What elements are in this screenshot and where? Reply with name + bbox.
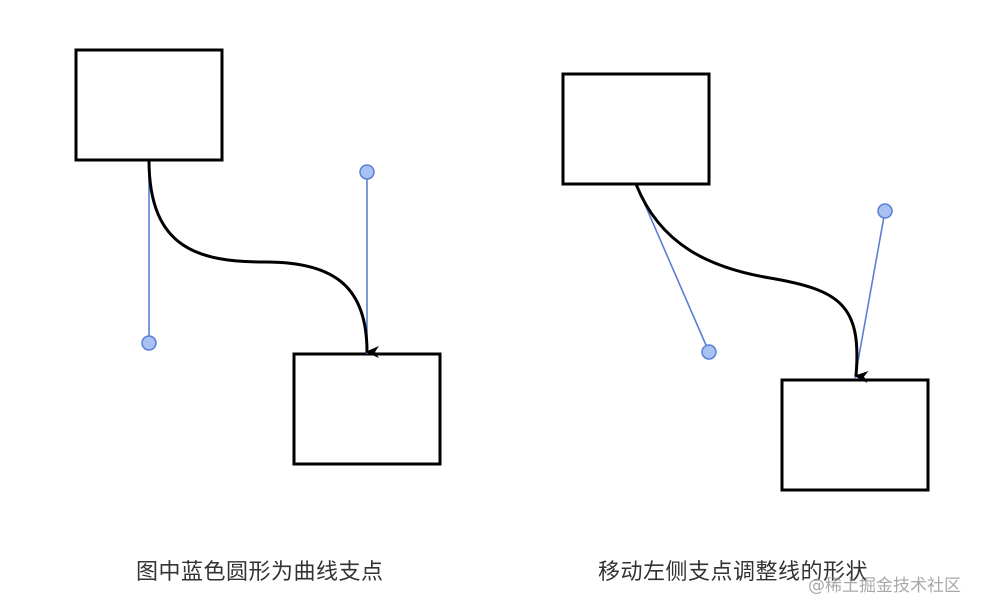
right-bezier-curve	[634, 183, 869, 383]
left-panel	[74, 48, 442, 466]
left-target-box	[292, 352, 442, 466]
right-handle-line-start	[635, 183, 710, 353]
left-bezier-curve	[147, 159, 380, 358]
left-source-box	[74, 48, 224, 162]
right-handle-line-end	[854, 210, 886, 379]
watermark: @稀土掘金技术社区	[808, 576, 961, 596]
right-caption: 移动左侧支点调整线的形状	[598, 560, 869, 585]
right-target-box	[780, 378, 930, 492]
right-source-box	[561, 72, 711, 186]
right-panel	[561, 72, 930, 492]
left-control-point-start[interactable]	[141, 335, 157, 351]
right-control-point-end[interactable]	[877, 203, 893, 219]
right-control-point-start[interactable]	[701, 344, 717, 360]
left-control-point-end[interactable]	[359, 164, 375, 180]
left-caption: 图中蓝色圆形为曲线支点	[136, 560, 384, 585]
